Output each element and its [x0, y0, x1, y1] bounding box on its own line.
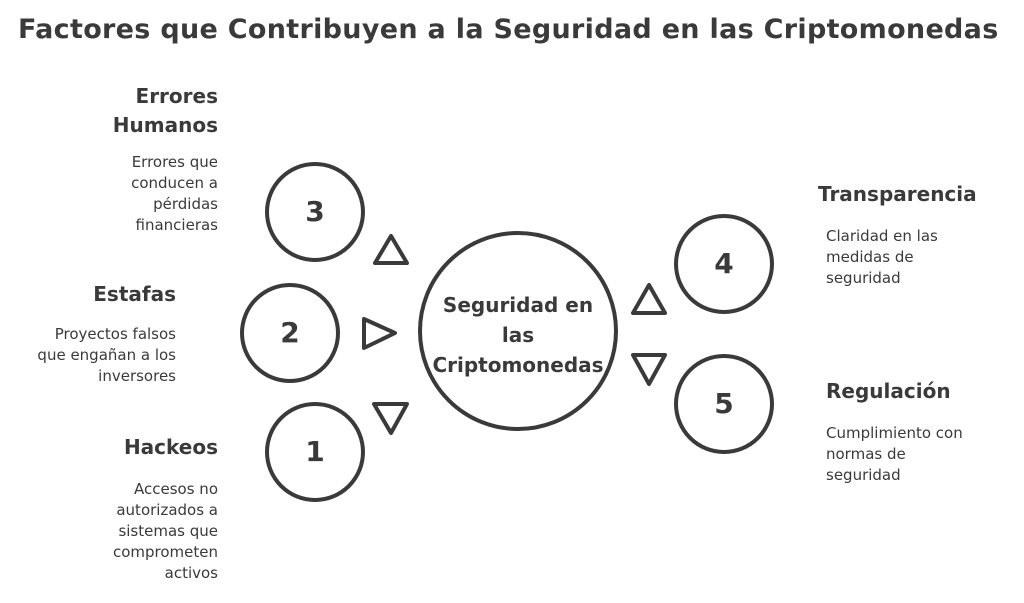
- desc-line: comprometen: [112, 543, 218, 561]
- factor-label-line: Estafas: [93, 282, 176, 306]
- desc-line: activos: [164, 564, 218, 582]
- arrow-down-to-5: [631, 353, 667, 386]
- factor-desc-transparencia: Claridad en las medidas de seguridad: [826, 226, 1016, 289]
- factor-label-line: Transparencia: [818, 182, 977, 206]
- desc-line: seguridad: [826, 269, 901, 287]
- arrow-down-from-1: [372, 402, 409, 435]
- factor-desc-regulacion: Cumplimiento con normas de seguridad: [826, 423, 1016, 486]
- center-circle: [418, 231, 618, 431]
- desc-line: autorizados a: [116, 501, 218, 519]
- factor-label-line: Errores: [135, 84, 218, 108]
- node-number-2: 2: [280, 316, 300, 349]
- desc-line: Errores que: [131, 153, 218, 171]
- desc-line: normas de: [826, 445, 906, 463]
- factor-label-estafas: Estafas: [20, 280, 176, 309]
- desc-line: Accesos no: [134, 480, 218, 498]
- center-label-line: las: [501, 323, 535, 347]
- desc-line: que engañan a los: [37, 346, 176, 364]
- diagram-title: Factores que Contribuyen a la Seguridad …: [18, 14, 999, 45]
- factor-desc-hackeos: Accesos no autorizados a sistemas que co…: [60, 479, 218, 584]
- node-circle-5: [674, 354, 774, 454]
- factor-label-errores-humanos: Errores Humanos: [60, 82, 218, 140]
- node-circle-4: [674, 214, 774, 314]
- desc-line: conducen a: [131, 174, 218, 192]
- factor-label-hackeos: Hackeos: [60, 433, 218, 462]
- center-label-line: Seguridad en: [442, 293, 594, 317]
- node-circle-2: [240, 283, 340, 383]
- desc-line: medidas de: [826, 248, 914, 266]
- center-label: Seguridad en las Criptomonedas: [418, 290, 618, 380]
- desc-line: financieras: [135, 216, 218, 234]
- desc-line: inversores: [98, 367, 176, 385]
- desc-line: pérdidas: [153, 195, 218, 213]
- factor-label-line: Hackeos: [123, 435, 218, 459]
- arrow-up-from-3: [373, 234, 409, 265]
- factor-label-transparencia: Transparencia: [818, 180, 1018, 209]
- arrow-up-to-4: [631, 283, 667, 315]
- node-number-1: 1: [305, 435, 325, 468]
- arrow-right-from-2: [362, 317, 397, 350]
- desc-line: Proyectos falsos: [54, 325, 176, 343]
- node-number-5: 5: [714, 387, 734, 420]
- desc-line: Claridad en las: [826, 227, 938, 245]
- node-number-3: 3: [305, 195, 325, 228]
- node-circle-1: [265, 402, 365, 502]
- factor-desc-estafas: Proyectos falsos que engañan a los inver…: [6, 324, 176, 387]
- factor-label-line: Humanos: [112, 113, 218, 137]
- factor-desc-errores-humanos: Errores que conducen a pérdidas financie…: [40, 152, 218, 236]
- center-label-line: Criptomonedas: [432, 353, 604, 377]
- desc-line: Cumplimiento con: [826, 424, 963, 442]
- desc-line: seguridad: [826, 466, 901, 484]
- factor-label-regulacion: Regulación: [826, 377, 1016, 406]
- node-circle-3: [265, 162, 365, 262]
- factor-label-line: Regulación: [826, 379, 951, 403]
- desc-line: sistemas que: [118, 522, 218, 540]
- node-number-4: 4: [714, 247, 734, 280]
